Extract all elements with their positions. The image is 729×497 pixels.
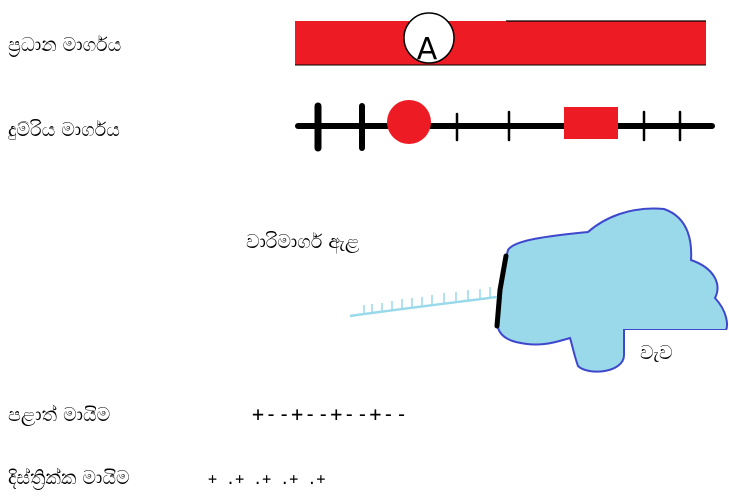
canal-tank-symbol xyxy=(349,207,729,380)
railway-stop-marker xyxy=(564,107,618,139)
main-road-label: ප්‍රධාන මාර්ගය xyxy=(8,34,122,56)
railway-symbol xyxy=(295,100,715,152)
road-shield-letter: A xyxy=(417,32,438,67)
main-road-line xyxy=(295,21,706,65)
tank-shape xyxy=(496,207,728,373)
tank-label-box xyxy=(625,330,729,380)
railway-label: දුම්රිය මාර්ගය xyxy=(8,119,120,141)
canal-label: වාරිමාර්ග ඇළ xyxy=(246,231,360,253)
railway-station-marker xyxy=(387,100,431,144)
district-boundary-label: දිස්ත්‍රික්ක මායිම xyxy=(8,467,130,489)
road-shield-icon xyxy=(403,12,455,64)
main-road-symbol: A xyxy=(295,12,706,67)
tank-label: වැව xyxy=(640,342,673,364)
provincial-boundary-label: පළාත් මායිම xyxy=(8,404,111,426)
provincial-boundary-symbol: +--+--+--+-- xyxy=(252,402,409,426)
canal-ticks xyxy=(363,287,491,314)
district-boundary-symbol: + .+ .+ .+ .+ xyxy=(208,470,326,488)
tank-bund xyxy=(494,253,509,329)
